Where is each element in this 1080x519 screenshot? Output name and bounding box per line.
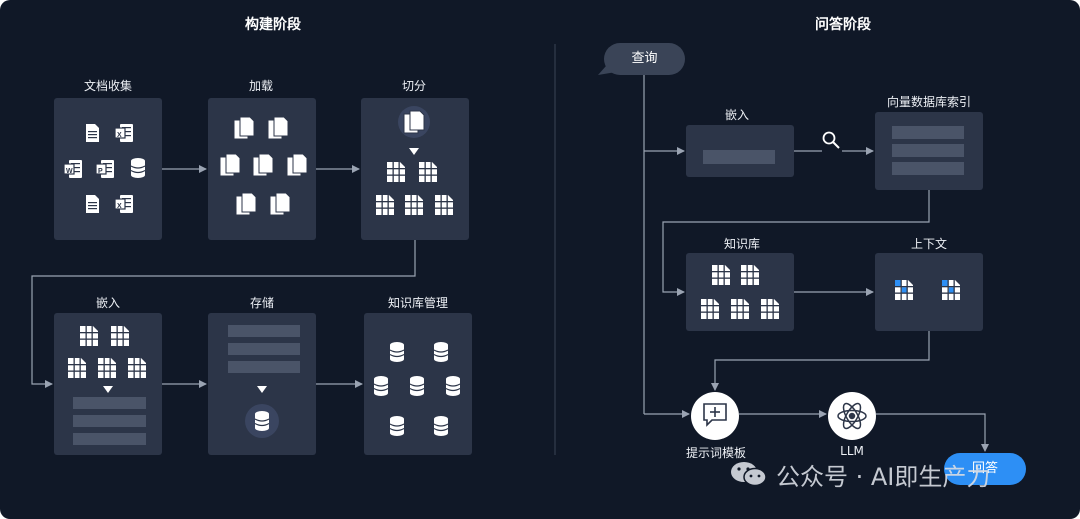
knowledge-base-icons xyxy=(701,265,779,319)
database-icon xyxy=(445,375,461,397)
copy-icon xyxy=(286,153,308,177)
table-icon xyxy=(387,162,405,182)
svg-text:X: X xyxy=(117,132,122,139)
answer-text: 回答 xyxy=(971,461,998,476)
watermark: 公众号 · AI即生产力 xyxy=(730,458,991,491)
database-icon xyxy=(373,375,389,397)
label-collect: 文档收集 xyxy=(83,79,133,93)
label-split: 切分 xyxy=(401,79,427,93)
database-icon xyxy=(409,375,425,397)
answer-pill: 回答 xyxy=(944,453,1026,485)
query-text: 查询 xyxy=(631,51,658,66)
table-icon xyxy=(419,162,437,182)
label-embed: 嵌入 xyxy=(95,296,121,310)
copy-icon xyxy=(219,153,241,177)
context-card xyxy=(875,253,983,331)
copy-icon xyxy=(233,116,255,140)
label-kb-manage: 知识库管理 xyxy=(387,296,449,310)
watermark-text: 公众号 · AI即生产力 xyxy=(776,462,991,491)
search-icon xyxy=(822,131,840,149)
query-bubble-tail xyxy=(598,66,616,75)
build-phase-title: 构建阶段 xyxy=(245,17,301,33)
table-icon xyxy=(111,326,129,346)
embed-icons xyxy=(68,326,146,445)
database-icon xyxy=(254,410,270,432)
table-icon xyxy=(895,280,913,300)
wechat-icon xyxy=(731,462,767,487)
embed-card xyxy=(54,313,162,455)
table-icon xyxy=(712,265,730,285)
table-icon xyxy=(128,358,146,378)
document-icon xyxy=(86,124,99,142)
svg-text:X: X xyxy=(117,203,122,210)
table-icon xyxy=(68,358,86,378)
table-icon xyxy=(435,195,453,215)
table-icon xyxy=(701,299,719,319)
qa-flow-arrows xyxy=(643,75,989,452)
table-icon xyxy=(761,299,779,319)
build-flow-arrows xyxy=(31,165,416,388)
copy-icon xyxy=(403,110,425,134)
table-icon xyxy=(80,326,98,346)
table-icon xyxy=(942,280,960,300)
table-icon xyxy=(731,299,749,319)
table-icon xyxy=(98,358,116,378)
database-icon xyxy=(130,157,146,179)
copy-icon xyxy=(252,153,274,177)
copy-icon xyxy=(269,192,291,216)
kb-manage-icons xyxy=(373,341,461,437)
svg-text:P: P xyxy=(98,168,103,175)
label-qa-embed: 嵌入 xyxy=(724,108,750,122)
label-store: 存储 xyxy=(249,296,275,310)
database-icon xyxy=(389,415,405,437)
table-icon xyxy=(376,195,394,215)
copy-icon xyxy=(267,116,289,140)
atom-icon xyxy=(837,402,867,430)
database-icon xyxy=(433,415,449,437)
label-llm: LLM xyxy=(840,444,864,458)
label-vector-index: 向量数据库索引 xyxy=(886,95,972,109)
query-bubble: 查询 xyxy=(604,43,685,75)
svg-text:W: W xyxy=(66,168,73,175)
database-icon xyxy=(433,341,449,363)
label-prompt-template: 提示词模板 xyxy=(685,446,747,460)
collect-icons: X W P X xyxy=(63,123,146,214)
chat-plus-icon xyxy=(703,403,727,427)
document-icon xyxy=(86,195,99,213)
store-icons xyxy=(228,325,300,438)
copy-icon xyxy=(235,192,257,216)
label-knowledge-base: 知识库 xyxy=(723,237,761,251)
context-icons xyxy=(895,280,960,300)
table-icon xyxy=(405,195,423,215)
vector-index-bars xyxy=(892,126,964,175)
embedding-bar xyxy=(703,150,775,164)
load-icons xyxy=(219,116,308,216)
label-context: 上下文 xyxy=(910,237,948,251)
qa-phase-title: 问答阶段 xyxy=(815,17,871,33)
split-icons xyxy=(376,106,453,215)
table-icon xyxy=(741,265,759,285)
label-load: 加载 xyxy=(248,79,274,93)
database-icon xyxy=(389,341,405,363)
